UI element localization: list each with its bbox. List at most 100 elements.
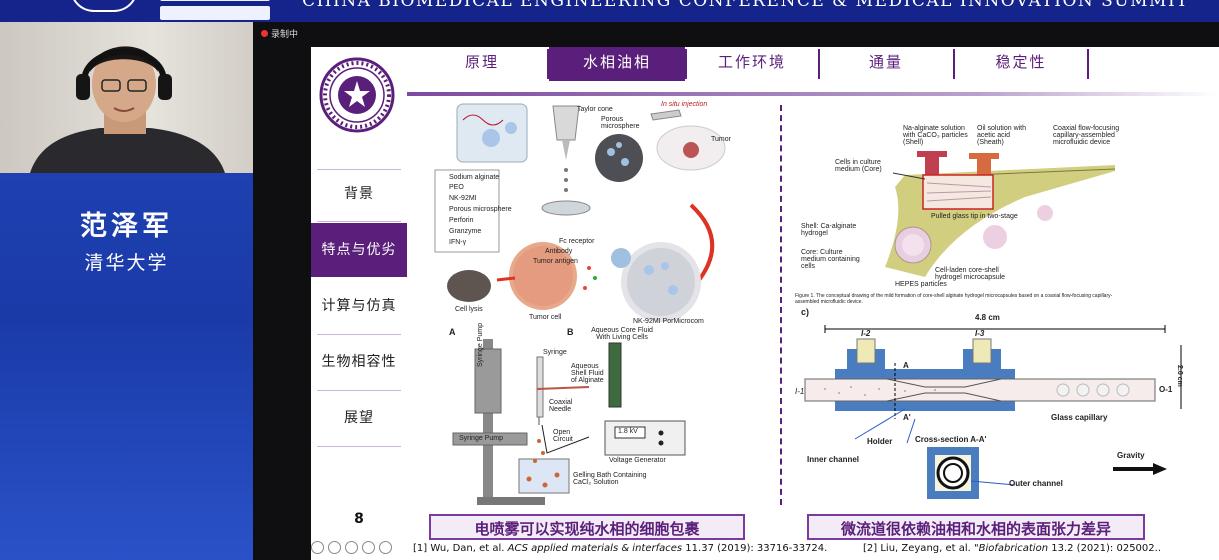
more-options-icon[interactable] [379,541,392,554]
fig-label-outer-channel: Outer channel [1009,479,1063,488]
fig-label-height: 2.0 cm [1176,365,1183,387]
speaker-video[interactable] [0,22,253,173]
slide: 背景 特点与优劣 计算与仿真 生物相容性 展望 8 原理 水相油相 工作环境 通… [311,47,1219,560]
fig-label-inlet-1: I-1 [795,387,805,396]
fig-label-gravity: Gravity [1117,451,1145,460]
fig-label-voltage-generator: Voltage Generator [609,457,666,464]
apparatus-illustration [452,339,686,505]
speaker-figure [30,46,225,173]
next-slide-icon[interactable] [328,541,341,554]
microfluidic-illustration [885,151,1116,277]
reference-1-journal: ACS applied materials & interfaces [507,543,683,554]
reference-1-volume: 11.37 (2019): 33716-33724. [682,543,828,554]
recording-label: 录制中 [271,30,299,40]
fig-label-cells-core: Cells in culture medium (Core) [835,159,882,173]
fig-label-glass-capillary: Glass capillary [1051,413,1108,422]
fig-label-gelling-bath: Gelling Bath Containing CaCl₂ Solution [573,472,647,486]
reference-1-authors: [1] Wu, Dan, et al. [413,543,508,554]
column-divider [780,105,782,505]
pen-tool-icon[interactable] [345,541,358,554]
zoom-icon[interactable] [362,541,375,554]
sidebar-item-biocompatibility[interactable]: 生物相容性 [321,354,397,370]
reference-2-authors: [2] Liu, Zeyang, et al. " [863,543,979,554]
tab-water-oil-phase[interactable]: 水相油相 [549,47,685,81]
fig-panel-b: B [567,327,574,337]
fig-label-inlet-2: I-2 [861,329,871,338]
electrospray-schematic-figure: Taylor cone Porous microsphere In situ i… [429,100,769,328]
fig-label-syringe-pump: Syringe Pump [459,435,503,442]
fig-label-cell-lysis: Cell lysis [455,306,483,313]
fig-label-hepes: HEPES particles [895,281,947,288]
electrospray-illustration [434,103,726,322]
record-dot-icon [261,30,268,37]
fig-label-outlet-1: O-1 [1159,385,1173,394]
fig-label-coaxial-needle: Coaxial Needle [549,399,573,413]
fig-label-voltage-value: 1.8 kV [618,428,638,435]
sidebar-item-outlook[interactable]: 展望 [344,410,374,426]
fig-label-porous-microsphere: Porous microsphere [601,116,640,130]
fig-label-section-a-prime: A' [903,413,911,422]
sidebar-item-features[interactable]: 特点与优劣 [311,223,407,277]
fig-label-cross-section: Cross-section A-A' [915,435,987,444]
fig-label-holder: Holder [867,437,893,446]
microfluidic-device-figure: Na-alginate solution with CaCO₃ particle… [795,117,1135,305]
fig-label-inner-channel: Inner channel [807,455,860,464]
speaker-name: 范泽军 [80,211,173,242]
reference-1: [1] Wu, Dan, et al. ACS applied material… [413,543,827,554]
fig-label-fc-receptor: Fc receptor [559,238,595,245]
fig-label-oil-solution: Oil solution with acetic acid (Sheath) [977,125,1027,146]
reference-2-volume: 13.2 (2021): 025002.. [1048,543,1162,554]
fig-legend-3: NK-92MI [449,195,477,202]
fig-label-syringe: Syringe [543,349,567,356]
fig-legend-2: PEO [449,184,464,191]
caption-electrospray: 电喷雾可以实现纯水相的细胞包裹 [429,514,745,540]
tab-principle[interactable]: 原理 [464,53,499,71]
sidebar-item-background[interactable]: 背景 [344,186,374,202]
page-number: 8 [354,511,364,527]
fig-label-core: Core: Culture medium containing cells [801,249,860,270]
fig-label-length: 4.8 cm [975,313,1000,322]
tab-throughput[interactable]: 通量 [868,53,903,71]
sidebar-item-simulation[interactable]: 计算与仿真 [321,298,397,314]
banner-year-graphic [160,0,410,20]
conference-title: CHINA BIOMEDICAL ENGINEERING CONFERENCE … [302,0,1189,11]
fig-label-shell: Shell: Ca-alginate hydrogel [801,223,857,237]
tab-stability[interactable]: 稳定性 [995,53,1047,71]
prev-slide-icon[interactable] [311,541,324,554]
fig-legend-7: IFN-γ [449,239,467,246]
fig-legend-6: Granzyme [449,228,482,235]
capillary-schematic-figure: c) 4.8 cm I-2 I-3 I-1 O-1 2.0 cm A A' Gl… [795,307,1189,509]
reference-2-journal: Biofabrication [978,543,1049,554]
speaker-affiliation: 清华大学 [84,252,169,274]
fig-label-open-circuit: Open Circuit [553,429,573,443]
fig-caption-figure1: Figure 1. The conceptual drawing of the … [795,293,1113,305]
fig-label-taylor-cone: Taylor cone [577,106,613,113]
fig-label-in-situ: In situ injection [661,101,708,108]
slide-sidebar: 背景 特点与优劣 计算与仿真 生物相容性 展望 8 [311,47,407,560]
capillary-illustration [804,325,1182,499]
fig-label-coaxial-device: Coaxial flow-focusing capillary-assemble… [1053,125,1120,146]
fig-legend-4: Porous microsphere [449,206,512,213]
fig-label-aqueous-shell: Aqueous Shell Fluid of Alginate [571,363,604,384]
tab-working-environment[interactable]: 工作环境 [717,53,786,71]
university-seal-icon [319,57,395,133]
recording-indicator: 录制中 [261,27,298,40]
fig-label-tumor-cell: Tumor cell [529,314,562,321]
speaker-panel: 范泽军 清华大学 [0,22,253,560]
fig-legend-1: Sodium alginate [449,174,500,181]
fig-label-nk-pormicrocom: NK-92MI PorMicrocom [633,318,704,325]
fig-label-syringe-pump-vertical: Syringe Pump [477,323,484,367]
slide-controls [311,541,392,554]
fig-label-pulled-glass: Pulled glass tip in two-stage [931,213,1018,220]
fig-label-cell-laden: Cell-laden core-shell hydrogel microcaps… [935,267,1006,281]
fig-label-na-alginate: Na-alginate solution with CaCO₃ particle… [903,125,968,146]
electrospray-apparatus-figure: A B Aqueous Core Fluid With Living Cells… [449,323,707,509]
fig-label-tumor: Tumor [711,136,731,143]
conference-banner: CHINA BIOMEDICAL ENGINEERING CONFERENCE … [0,0,1219,22]
tab-underline [407,92,1219,96]
fig-panel-c: c) [801,307,810,317]
fig-label-inlet-3: I-3 [975,329,985,338]
fig-legend-5: Perforin [449,217,474,224]
fig-label-aqueous-core: Aqueous Core Fluid With Living Cells [591,327,653,341]
slide-tabs: 原理 水相油相 工作环境 通量 稳定性 [407,47,1219,81]
